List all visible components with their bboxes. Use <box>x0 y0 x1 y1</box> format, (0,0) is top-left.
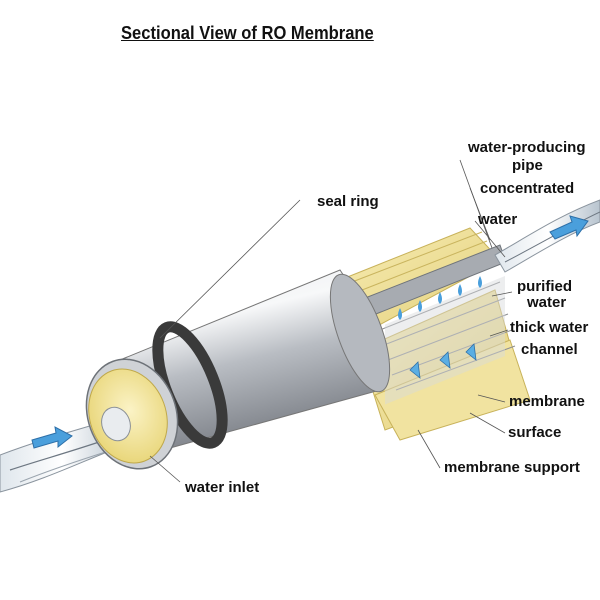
label-concentrated-water-line2: water <box>478 211 518 228</box>
label-water-producing-pipe-line1: water-producing <box>468 139 586 156</box>
label-purified-water-line2: water <box>527 294 567 311</box>
diagram-title: Sectional View of RO Membrane <box>121 23 374 43</box>
label-membrane-support: membrane support <box>444 459 580 476</box>
label-thick-water-channel-line1: thick water <box>510 319 589 336</box>
permeate-droplets <box>398 276 482 320</box>
label-membrane-surface-line2: surface <box>508 424 562 441</box>
inlet-flow-arrow-icon <box>31 426 73 449</box>
label-seal-ring: seal ring <box>317 193 379 210</box>
membrane-housing-cylinder <box>119 269 391 449</box>
label-water-producing-pipe-line2: pipe <box>512 157 543 174</box>
label-thick-water-channel-line2: channel <box>521 341 578 358</box>
label-membrane-surface-line1: membrane <box>509 393 585 410</box>
feed-flow-arrows <box>409 343 477 379</box>
label-leader-lines <box>149 159 513 483</box>
label-concentrated-water-line1: concentrated <box>480 180 575 197</box>
outlet-flow-arrow-icon <box>549 215 589 240</box>
label-water-inlet: water inlet <box>185 479 260 496</box>
label-purified-water-line1: purified <box>517 278 572 295</box>
inlet-end-cap <box>85 358 179 470</box>
